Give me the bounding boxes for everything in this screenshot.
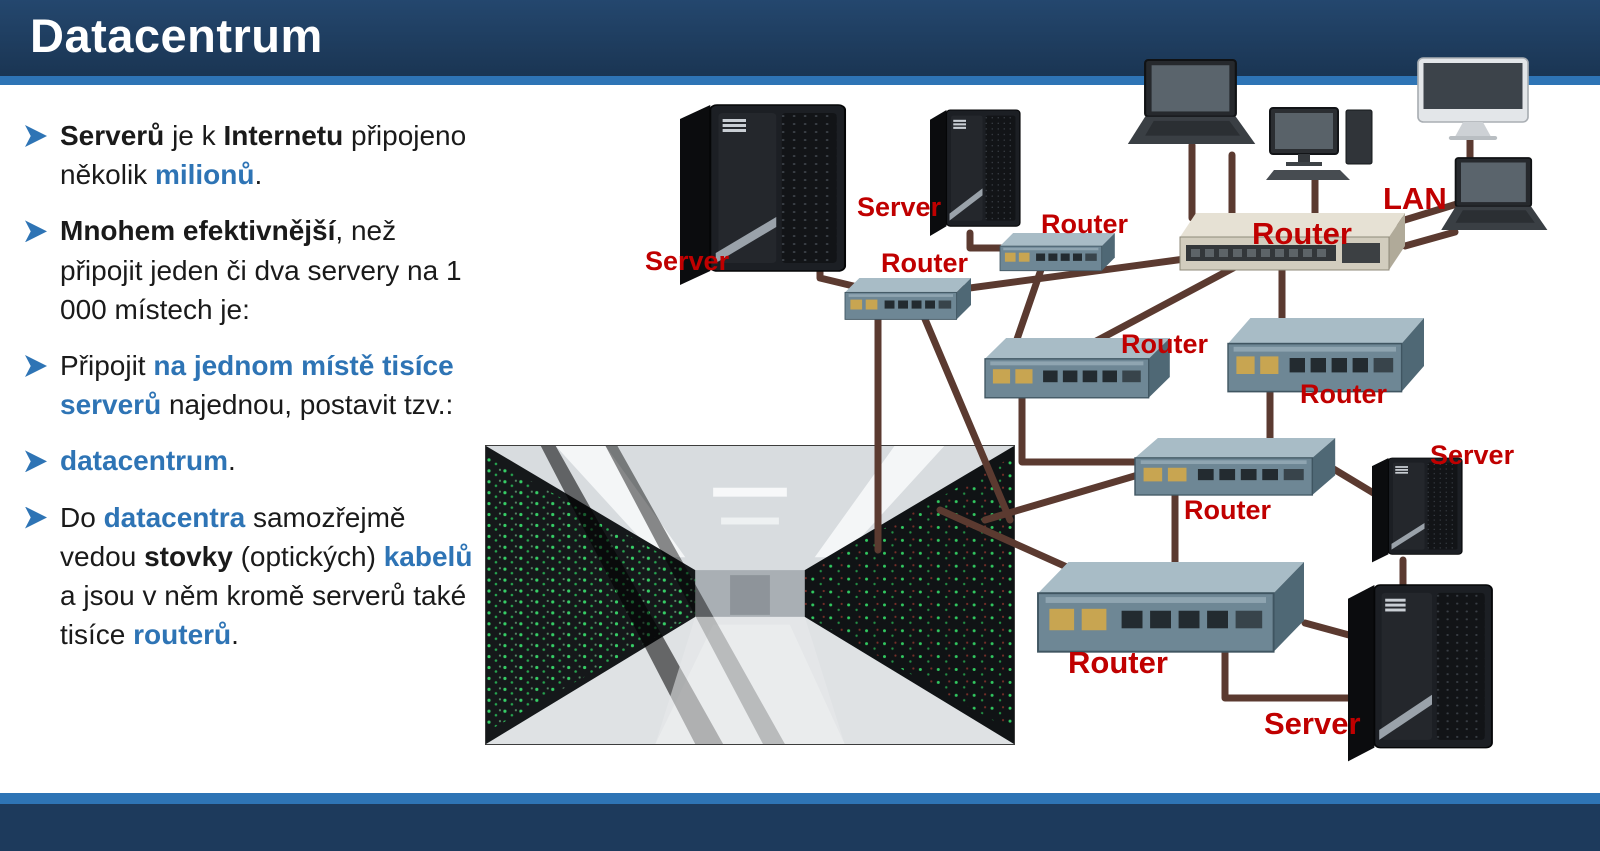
header-accent-strip [0, 76, 1600, 85]
server-tower-b-icon [929, 109, 1021, 237]
label-server-c: Server [1430, 440, 1515, 470]
laptop-2-icon [1440, 157, 1549, 231]
label-router-4: Router [1300, 379, 1387, 409]
lan-switch-icon [1179, 213, 1405, 271]
label-lan: LAN [1383, 181, 1447, 216]
label-router-big: Router [1068, 645, 1168, 680]
label-server-a: Server [645, 246, 730, 276]
bullet-text: datacentrum. [60, 445, 236, 477]
bullet-arrow-icon [25, 506, 47, 529]
bullet-text: Mnohem efektivnější, než připojit jeden … [60, 215, 462, 325]
network-cable [918, 308, 1014, 524]
bullet-item: Připojit na jednom místě tisíce serverů … [25, 346, 477, 424]
label-router-5: Router [1184, 495, 1271, 525]
label-server-d: Server [1264, 706, 1361, 741]
label-router-top: Router [1252, 216, 1352, 251]
label-router-2: Router [1041, 209, 1128, 239]
network-cable [1018, 394, 1142, 466]
label-server-b: Server [857, 192, 942, 222]
network-cable [1221, 648, 1354, 702]
router-5-icon [1134, 437, 1336, 496]
bullet-arrow-icon [25, 354, 47, 377]
network-cable [1401, 228, 1459, 250]
bullet-item: Serverů je k Internetu připojeno několik… [25, 116, 477, 194]
bullet-item: Do datacentra samozřejmě vedou stovky (o… [25, 498, 477, 655]
label-router-3: Router [1121, 329, 1208, 359]
label-router-1: Router [881, 248, 968, 278]
header-bar [0, 0, 1600, 76]
bullet-arrow-icon [25, 450, 47, 473]
page-title: Datacentrum [30, 9, 323, 62]
bullet-arrow-icon [25, 220, 47, 243]
desktop-pc-icon [1265, 107, 1373, 181]
laptop-1-icon [1126, 58, 1257, 146]
bullet-item: Mnohem efektivnější, než připojit jeden … [25, 211, 477, 329]
server-tower-c-icon [1371, 457, 1463, 563]
router-big-icon [1037, 561, 1305, 653]
network-cable [936, 254, 1196, 296]
network-cable [981, 471, 1142, 524]
server-tower-d-icon [1347, 584, 1493, 763]
bullet-item: datacentrum. [25, 441, 477, 480]
router-1-icon [844, 277, 972, 320]
network-diagram [678, 57, 1549, 763]
imac-icon [1417, 57, 1529, 141]
bullet-list: Serverů je k Internetu připojeno několik… [25, 116, 477, 671]
bullet-arrow-icon [25, 125, 47, 147]
bullet-text: Serverů je k Internetu připojeno několik… [60, 120, 467, 191]
bullet-text: Připojit na jednom místě tisíce serverů … [60, 349, 454, 421]
footer-bar [0, 804, 1600, 851]
bullet-text: Do datacentra samozřejmě vedou stovky (o… [60, 501, 473, 651]
network-cable [1011, 254, 1049, 349]
footer-accent-strip [0, 793, 1600, 804]
